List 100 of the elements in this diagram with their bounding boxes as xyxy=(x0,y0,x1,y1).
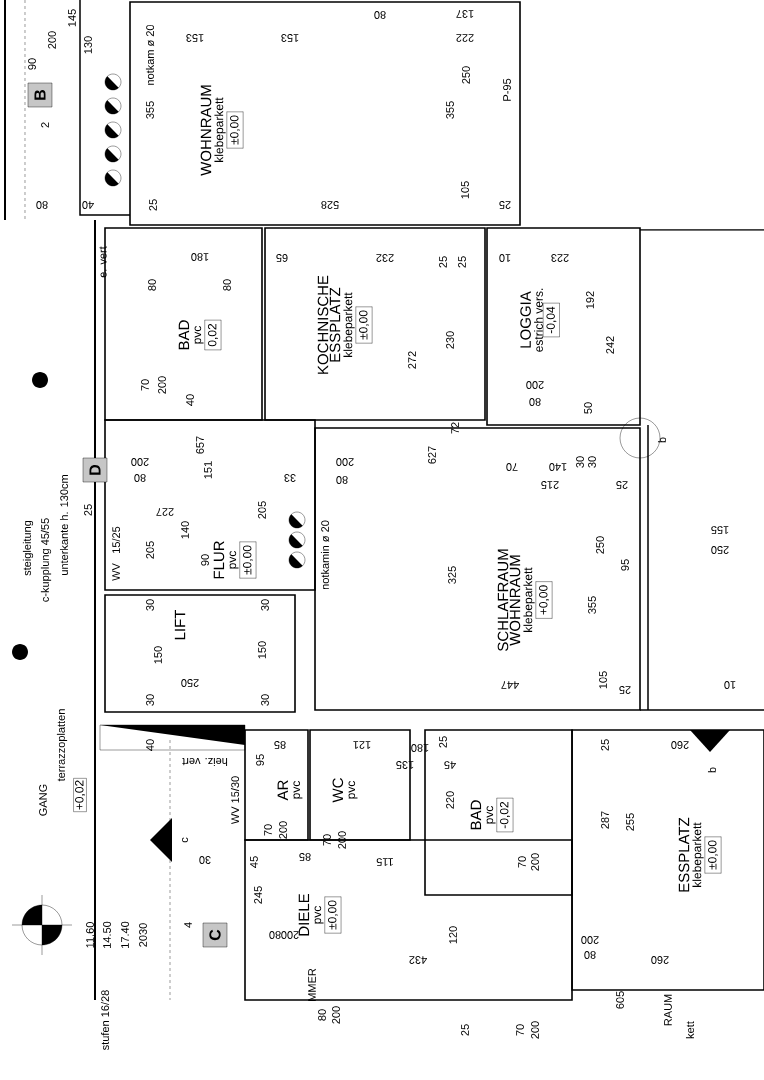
dimension-number: 80 xyxy=(336,476,348,484)
dimension-number: 242 xyxy=(606,336,614,354)
dimension-number: 40 xyxy=(186,394,194,406)
dimension-number: 2030 xyxy=(139,923,147,947)
dimension-number: 121 xyxy=(353,741,371,749)
dimension-number: 95 xyxy=(256,754,264,766)
plan-note: WV xyxy=(112,563,120,581)
dimension-number: 80 xyxy=(36,201,48,209)
dimension-number: 25 xyxy=(439,736,447,748)
dimension-number: 205 xyxy=(146,541,154,559)
plan-note: MMER xyxy=(308,968,316,1001)
dimension-number: 115 xyxy=(376,858,393,866)
dimension-number: 200 xyxy=(131,458,149,466)
dimension-number: 25 xyxy=(149,199,157,211)
dimension-number: 205 xyxy=(258,501,266,519)
dimension-number: 355 xyxy=(446,101,454,119)
dimension-number: 151 xyxy=(204,461,212,479)
dimension-number: 227 xyxy=(156,508,174,516)
dimension-number: 260 xyxy=(671,741,689,749)
plan-note: e. vert xyxy=(99,246,107,278)
dimension-number: 11.60 xyxy=(86,922,94,948)
dimension-number: 25 xyxy=(84,504,92,516)
dimension-number: 140 xyxy=(549,463,567,471)
dimension-number: 4 xyxy=(184,922,192,928)
dimension-number: 33 xyxy=(284,474,296,482)
dimension-number: 80 xyxy=(223,279,231,291)
dimension-number: 153 xyxy=(186,34,204,42)
dimension-number: 70 xyxy=(264,824,272,836)
dimension-number: 85 xyxy=(274,741,286,749)
plan-note: notkam ø 20 xyxy=(145,24,155,85)
dimension-number: 80 xyxy=(134,474,146,482)
dimension-number: 70 xyxy=(141,379,149,391)
dimension-number: 90 xyxy=(28,58,36,70)
dimension-number: 355 xyxy=(588,596,596,614)
dimension-number: 200 xyxy=(336,458,354,466)
dimension-number: 65 xyxy=(276,254,288,262)
dimension-number: 223 xyxy=(551,254,569,262)
dimension-number: 137 xyxy=(456,10,474,18)
dimension-number: 627 xyxy=(428,446,436,464)
dimension-number: 245 xyxy=(254,886,262,904)
dimension-number: 50 xyxy=(584,402,592,414)
dimension-number: 120 xyxy=(449,926,457,944)
dimension-number: 215 xyxy=(541,481,559,489)
dimension-number: 30 xyxy=(146,599,154,611)
dimension-number: 355 xyxy=(146,101,154,119)
dimension-number: 220 xyxy=(446,791,454,809)
plan-note: unterkante h. 130cm xyxy=(59,475,69,575)
dimension-number: 250 xyxy=(181,679,199,687)
dimension-number: 30 xyxy=(146,694,154,706)
dimension-number: 70 xyxy=(516,1024,524,1036)
dimension-number: 192 xyxy=(586,291,594,309)
plan-note: terrazzoplatten xyxy=(56,709,68,782)
plan-note: WV 15/30 xyxy=(230,776,240,825)
dimension-number: 95 xyxy=(621,559,629,571)
dimension-number: 255 xyxy=(626,813,634,831)
level-value: +0,02 xyxy=(73,778,87,812)
dimension-number: 287 xyxy=(601,811,609,829)
dimension-number: 30 xyxy=(261,694,269,706)
dimension-number: 230 xyxy=(446,331,454,349)
dimension-number: 232 xyxy=(376,254,394,262)
plan-note: GANG xyxy=(39,784,47,816)
dimension-number: 40 xyxy=(82,201,94,209)
dimension-number: 657 xyxy=(196,436,204,454)
dimension-number: 2 xyxy=(41,122,49,128)
dimension-number: 17.40 xyxy=(121,921,129,948)
dimension-number: 105 xyxy=(461,181,469,199)
dimension-number: 70 xyxy=(506,463,518,471)
dimension-number: 105 xyxy=(599,671,607,689)
dimension-number: 45 xyxy=(444,761,456,769)
dimension-number: 45 xyxy=(250,856,258,868)
dimension-number: 25 xyxy=(619,686,631,694)
dimension-number: 272 xyxy=(408,351,416,369)
dimension-number: 70 xyxy=(323,834,331,846)
dimension-number: 432 xyxy=(409,956,427,964)
dimension-number: 153 xyxy=(281,34,299,42)
dimension-number: 25 xyxy=(439,256,447,268)
dimension-number: 30 xyxy=(199,856,211,864)
dimension-number: 80 xyxy=(529,398,541,406)
dimension-number: 150 xyxy=(258,641,266,659)
plan-note: kett xyxy=(685,1021,695,1039)
dimension-number: 180 xyxy=(191,253,209,261)
dimension-number: 145 xyxy=(68,9,76,27)
plan-note: 15/25 xyxy=(111,526,121,553)
plan-note: stufen 16/28 xyxy=(100,990,110,1050)
dimension-number: 25 xyxy=(499,201,511,209)
dimension-number: 25 xyxy=(601,739,609,751)
dimension-number: 25 xyxy=(461,1024,469,1036)
dimension-number: 80 xyxy=(269,931,281,939)
dimension-number: 40 xyxy=(146,739,154,751)
plan-note: steigleitung xyxy=(22,520,34,576)
dimension-number: 30 xyxy=(261,599,269,611)
dimension-number: 10 xyxy=(499,254,511,262)
dimension-number: 222 xyxy=(456,34,474,42)
dimension-number: 200 xyxy=(281,931,299,939)
dimension-number: 250 xyxy=(596,536,604,554)
dimension-number: 528 xyxy=(321,201,339,209)
dimension-number: 25 xyxy=(616,481,628,489)
plan-note: P-95 xyxy=(503,78,511,101)
plan-note: notkamin ø 20 xyxy=(320,520,330,590)
dimension-number: 447 xyxy=(501,681,519,689)
